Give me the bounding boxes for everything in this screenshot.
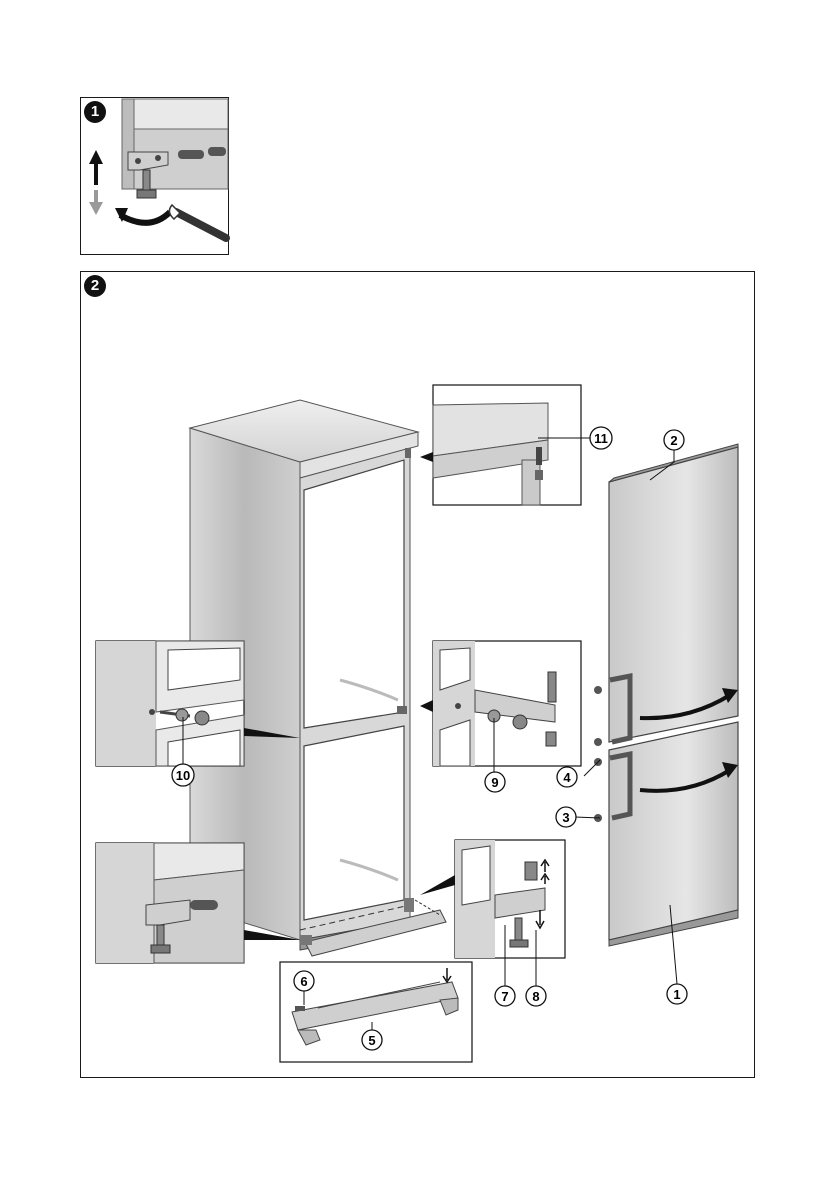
callout-4: 4 [557, 767, 577, 787]
svg-text:10: 10 [176, 768, 190, 783]
svg-text:3: 3 [562, 810, 569, 825]
svg-text:4: 4 [563, 770, 571, 785]
svg-text:2: 2 [670, 433, 677, 448]
callout-8: 8 [526, 986, 546, 1006]
svg-text:9: 9 [491, 775, 498, 790]
door-panel [594, 444, 738, 946]
callout-7: 7 [495, 986, 515, 1006]
step-1-illustration [89, 99, 228, 238]
callout-10: 10 [172, 764, 194, 786]
callout-5: 5 [362, 1030, 382, 1050]
svg-text:7: 7 [501, 989, 508, 1004]
callout-1: 1 [667, 984, 687, 1004]
inset-right-middle [420, 641, 581, 766]
callout-3: 3 [556, 807, 576, 827]
inset-bottom-right [420, 840, 565, 958]
callout-9: 9 [485, 772, 505, 792]
callout-11: 11 [590, 427, 612, 449]
svg-text:1: 1 [673, 987, 680, 1002]
svg-text:8: 8 [532, 989, 539, 1004]
callout-2: 2 [664, 430, 684, 450]
inset-top-hinge [420, 385, 581, 505]
svg-text:11: 11 [594, 431, 608, 446]
callout-6: 6 [294, 971, 314, 991]
svg-text:5: 5 [368, 1033, 375, 1048]
svg-text:6: 6 [300, 974, 307, 989]
